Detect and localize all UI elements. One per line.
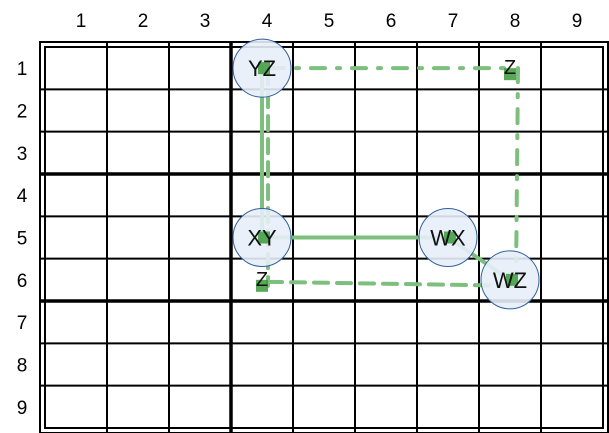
node-z1: Z: [504, 57, 516, 81]
grid-outer-border: [39, 41, 609, 433]
column-label: 4: [262, 11, 273, 32]
column-label: 8: [510, 11, 521, 32]
node-label: YZ: [248, 56, 276, 81]
node-marker: [504, 68, 516, 81]
node-wx: WX: [418, 208, 478, 267]
column-label: 2: [138, 11, 149, 32]
node-label: Z: [256, 269, 268, 291]
column-label: 5: [324, 11, 335, 32]
grid: [39, 41, 609, 433]
row-label: 4: [17, 186, 28, 207]
edge-dashed-z2-wz: [266, 279, 518, 288]
node-marker: [258, 231, 270, 244]
row-label: 6: [17, 271, 28, 292]
node-marker: [506, 273, 518, 286]
axis-labels: 1 2 3 4 5 6 7 8 9 1 2 3 4 5 6 7 8 9: [17, 11, 583, 419]
row-label: 9: [17, 398, 28, 419]
row-label: 1: [17, 59, 28, 80]
node-label: XY: [247, 226, 277, 251]
nodes: YZ XY WX WZ Z Z: [232, 38, 540, 310]
row-label: 2: [17, 102, 28, 123]
column-label: 6: [386, 11, 397, 32]
node-yz: YZ: [232, 38, 292, 98]
row-label: 3: [17, 144, 28, 165]
node-marker: [258, 62, 270, 75]
column-label: 1: [76, 11, 87, 32]
node-label: WZ: [493, 268, 527, 293]
row-label: 7: [17, 313, 28, 334]
grid-inner-border: [44, 46, 604, 429]
row-label: 8: [17, 356, 28, 377]
column-label: 9: [572, 11, 583, 32]
node-marker: [444, 231, 456, 244]
edge-dash-dot-z1-wz: [514, 66, 520, 282]
node-marker: [256, 279, 268, 292]
node-wz: WZ: [480, 250, 540, 310]
node-label: Z: [504, 57, 516, 79]
column-label: 3: [200, 11, 211, 32]
node-label: WX: [430, 226, 466, 251]
node-xy: XY: [232, 208, 292, 267]
row-label: 5: [17, 229, 28, 250]
column-label: 7: [448, 11, 459, 32]
node-z2: Z: [256, 269, 268, 292]
